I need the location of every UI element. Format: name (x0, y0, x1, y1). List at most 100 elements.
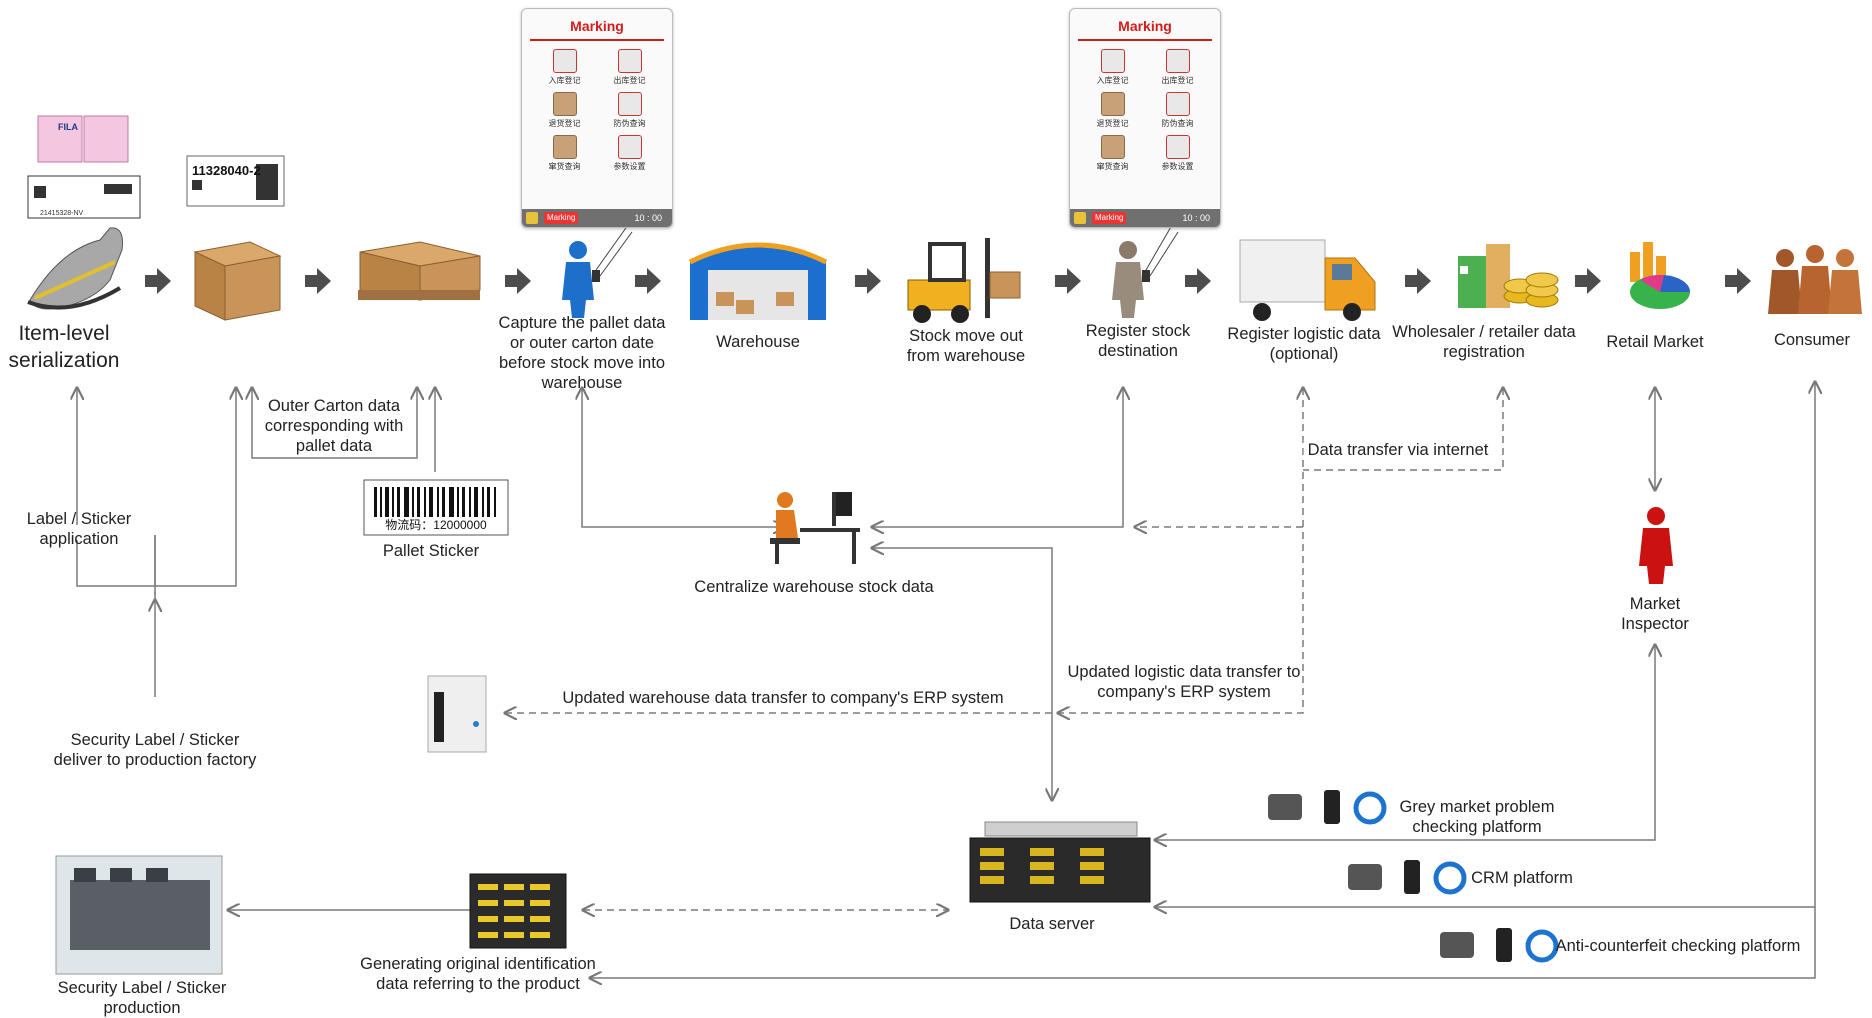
connector-outer-carton (252, 388, 417, 459)
device-status-bar: Marking 10 : 00 (522, 209, 672, 227)
flow-arrow-3 (505, 268, 531, 294)
menu-inbound: 入库登记 (532, 49, 597, 86)
consumers-icon (1768, 245, 1862, 314)
menu-diversion-query: 窜货查询 (532, 135, 597, 172)
flow-arrow-8 (1405, 268, 1431, 294)
market-inspector-icon (1639, 507, 1673, 584)
connector-centralize-server (872, 548, 1052, 800)
flow-arrow-4 (635, 268, 661, 294)
connector-loop-to-carton (76, 388, 236, 587)
flow-arrow-9 (1575, 268, 1601, 294)
label-centralize: Centralize warehouse stock data (694, 578, 934, 596)
desk-operator-icon (770, 492, 860, 564)
mobile-phone-icon (1324, 790, 1340, 824)
connector-anti-counterfeit (590, 907, 1816, 978)
grey-market-channel-icons (1268, 790, 1387, 825)
device-bar-brand: Marking (544, 212, 579, 224)
data-server-icon (969, 821, 1151, 903)
retail-market-chart-icon (1630, 242, 1691, 309)
menu-diversion-query: 窜货查询 (1080, 135, 1145, 172)
start-icon (1074, 212, 1086, 224)
label-data-server: Data server (1009, 915, 1095, 933)
browser-icon (1353, 791, 1387, 825)
menu-return: 退货登记 (1080, 92, 1145, 129)
flow-arrow-7 (1185, 268, 1211, 294)
connector-destination-centralize (872, 388, 1123, 527)
wholesaler-shops-icon (1458, 244, 1559, 308)
device-time: 10 : 00 (634, 213, 662, 223)
scanner-person-blue-icon (562, 224, 633, 318)
pallet-barcode-text: 物流码：12000000 (385, 518, 487, 532)
menu-inbound: 入库登记 (1080, 49, 1145, 86)
start-icon (526, 212, 538, 224)
flow-arrow-10 (1725, 268, 1751, 294)
scanner-person-grey-icon (1112, 224, 1179, 318)
mobile-phone-icon (1404, 860, 1420, 894)
device-brand: Marking (1078, 13, 1212, 41)
browser-icon (1433, 861, 1467, 895)
label-register-logistic: Register logistic data(optional) (1227, 325, 1381, 363)
flow-arrow-2 (305, 268, 331, 294)
warehouse-icon (688, 242, 828, 320)
label-data-transfer-internet: Data transfer via internet (1303, 440, 1493, 460)
menu-anti-fake-query: 防伪查询 (597, 92, 662, 129)
hang-tag-icon (27, 115, 141, 219)
label-consumer: Consumer (1773, 331, 1851, 349)
menu-settings: 参数设置 (1145, 135, 1210, 172)
browser-icon (1525, 929, 1559, 963)
flow-arrow-1 (145, 268, 171, 294)
anti-counterfeit-channel-icons (1440, 928, 1559, 963)
menu-anti-fake-query: 防伪查询 (1145, 92, 1210, 129)
flow-arrow-6 (1055, 268, 1081, 294)
device-bar-brand: Marking (1092, 212, 1127, 224)
pallet-boxes-icon (358, 241, 481, 301)
pallet-sticker-barcode (363, 479, 509, 536)
forklift-icon (907, 238, 1021, 323)
connectors (77, 382, 1815, 978)
connector-wholesaler-internet (1303, 388, 1503, 471)
carton-sticker-icon (186, 155, 285, 207)
label-warehouse: Warehouse (716, 333, 800, 351)
device-time: 10 : 00 (1182, 213, 1210, 223)
server-rack-icon (469, 873, 567, 949)
label-crm-platform: CRM platform (1471, 869, 1573, 887)
printing-machine-icon (55, 855, 223, 975)
delivery-truck-icon (1239, 239, 1376, 321)
shoe-icon (27, 227, 123, 310)
label-updated-warehouse: Updated warehouse data transfer to compa… (562, 689, 1004, 707)
menu-return: 退货登记 (532, 92, 597, 129)
mobile-phone-icon (1496, 928, 1512, 962)
carton-code: 11328040-2 (192, 163, 261, 178)
menu-outbound: 出库登记 (597, 49, 662, 86)
label-retail-market: Retail Market (1606, 333, 1704, 351)
label-pallet-sticker: Pallet Sticker (382, 542, 480, 560)
dashed-connectors (505, 388, 1503, 910)
menu-settings: 参数设置 (597, 135, 662, 172)
shoe-tag-brand: FILA (58, 122, 78, 132)
label-anti-counterfeit: Anti-counterfeit checking platform (1555, 937, 1801, 955)
desk-phone-icon (1440, 932, 1474, 958)
handheld-terminal-1: Marking 入库登记 出库登记 退货登记 防伪查询 窜货查询 参数设置 Ma… (521, 8, 673, 228)
desk-phone-icon (1268, 794, 1302, 820)
menu-outbound: 出库登记 (1145, 49, 1210, 86)
erp-computer-icon (427, 675, 487, 753)
shoe-tag-code: 21415328-NV (40, 210, 84, 217)
flow-arrow-5 (855, 268, 881, 294)
connector-capture-centralize (582, 388, 785, 527)
carton-box-icon (193, 241, 282, 321)
device-status-bar: Marking 10 : 00 (1070, 209, 1220, 227)
device-brand: Marking (530, 13, 664, 41)
